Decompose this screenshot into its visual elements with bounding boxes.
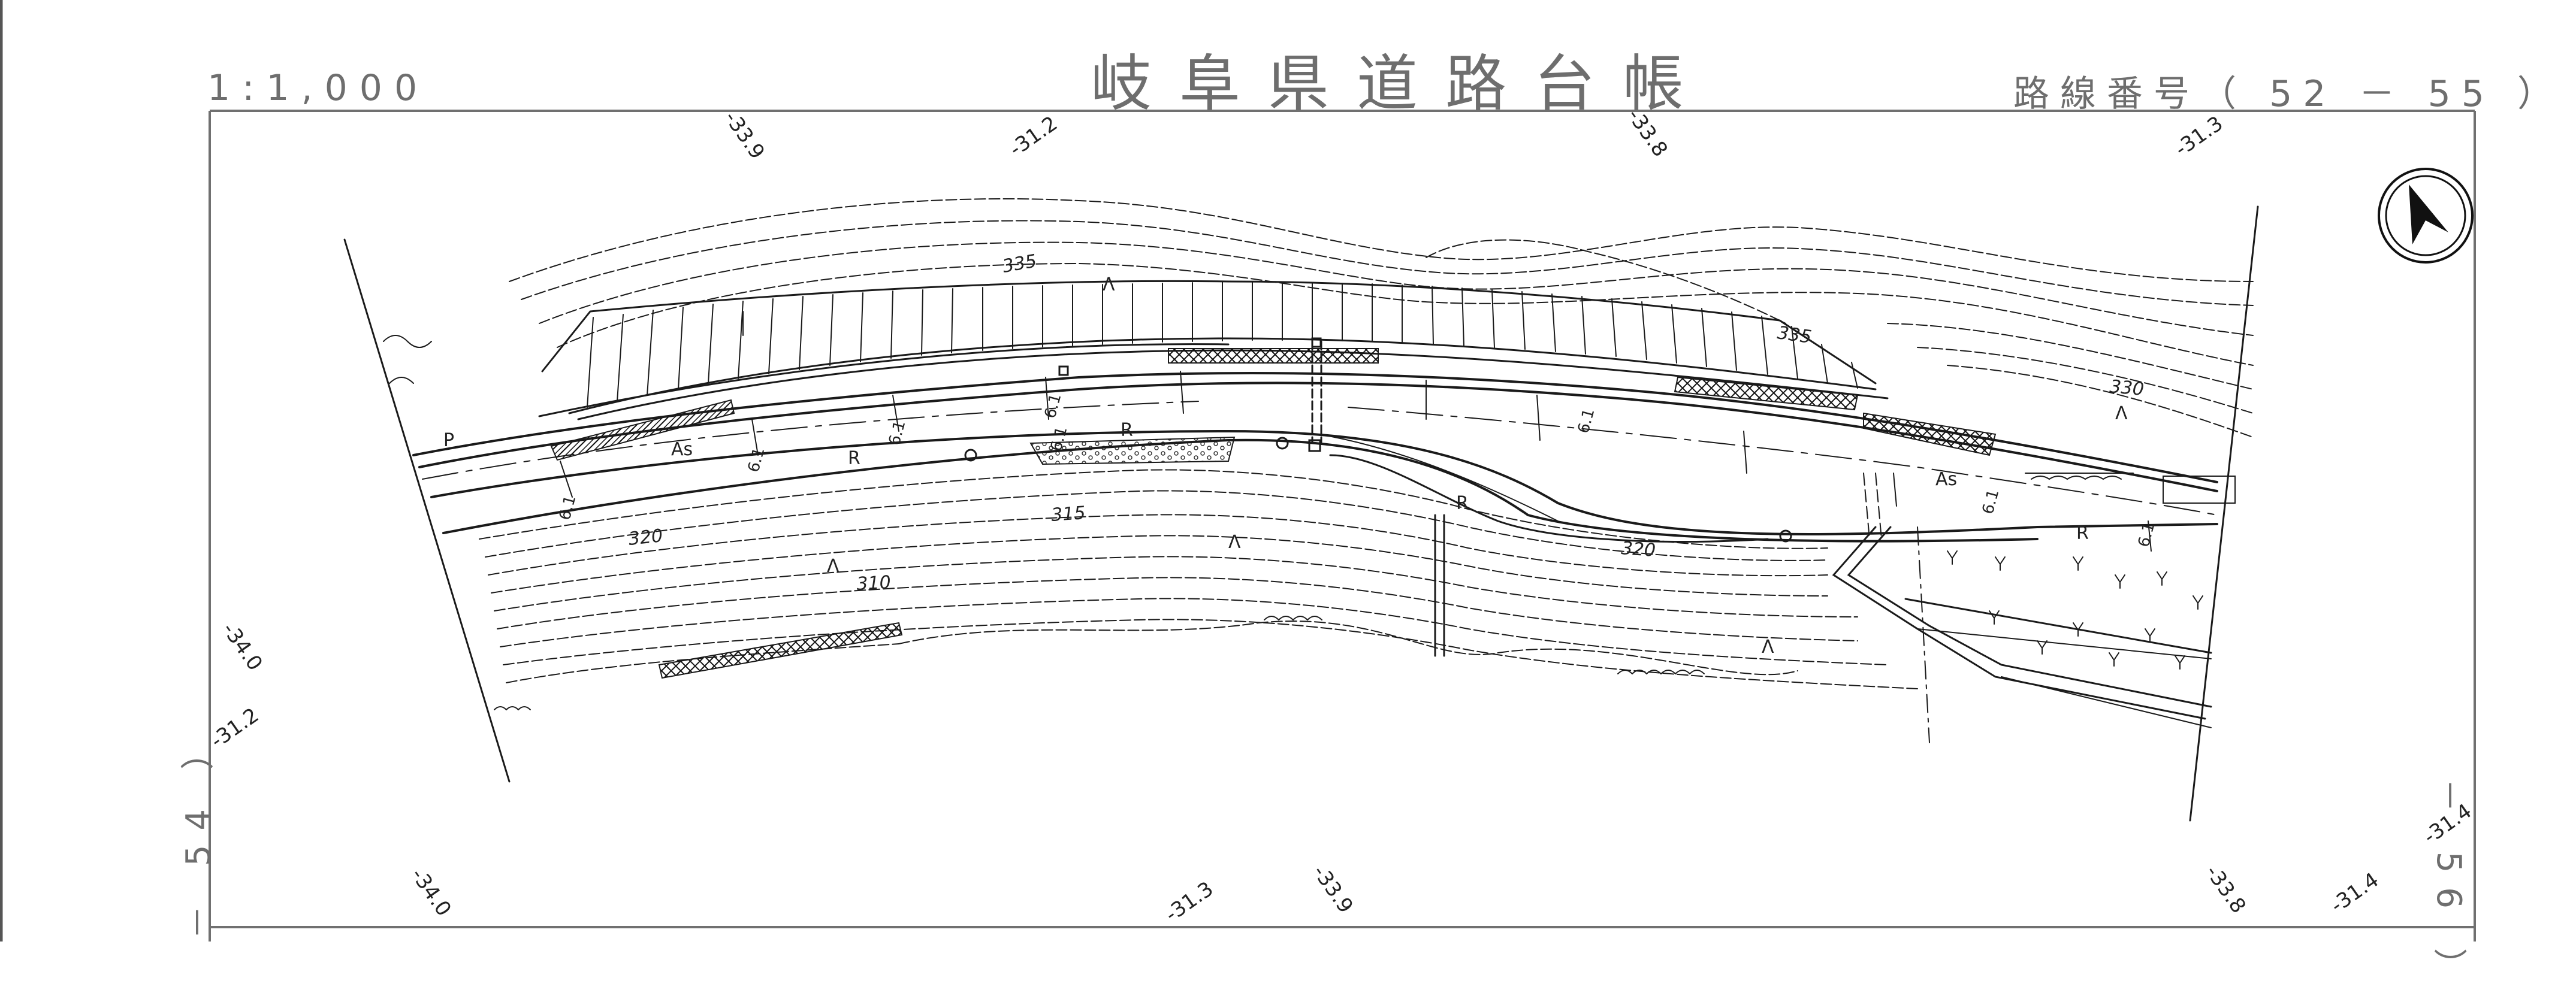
width-labels: 6.1 6.1 6.1 6.1 6.1 6.1 6.1 6.1 [556,392,2159,549]
road-width-dimensions [560,371,2152,552]
contour-labels: 335 335 330 320 320 315 310 [627,250,2145,595]
grid-label-top-4: -31.3 [2170,111,2227,161]
contour-label: 320 [627,525,664,550]
route-number: 路線番号（ 52 － 55 ） [2013,73,2564,115]
ditch-label: R [848,448,860,469]
north-arrow-icon [2378,168,2474,264]
plan-limit-lines [343,205,2259,822]
ditch-label: R [2076,523,2089,544]
culvert-lines [1311,340,1445,657]
width-label: 6.1 [745,446,769,474]
slope-label: Λ [1103,274,1115,295]
grid-label-top-3: -33.8 [1623,104,1672,161]
ditch-label: R [1456,493,1469,514]
width-label: 6.1 [556,494,580,522]
contour-label: 320 [1620,538,1656,561]
lower-right-structure [1832,473,2212,743]
map-scale: 1:1,000 [207,67,430,109]
grid-label-bottom-4: -33.8 [2201,861,2251,918]
road-plan-drawing: -33.9 -31.2 -33.8 -31.3 -34.0 -31.2 -34.… [0,0,2476,941]
point-markers [964,337,1792,543]
width-label: 6.1 [1575,407,1599,435]
ditch-label: R [1121,420,1133,441]
vegetation-clusters [383,335,2236,711]
contour-label: 310 [856,572,892,595]
retaining-wall-ticks [587,281,1858,408]
grass-symbols [1947,550,2203,670]
upper-contour-lines [509,198,2254,438]
grid-label-bottom-3: -33.9 [1308,861,1358,918]
slope-label: Λ [1762,637,1774,658]
slope-label: Λ [2115,403,2128,424]
parking-label: P [443,430,454,451]
slope-label: Λ [1228,532,1241,553]
contour-label: 330 [2109,376,2145,400]
contour-label: 315 [1050,502,1086,526]
width-label: 6.1 [1041,392,1065,420]
grid-label-top-1: -33.9 [720,107,769,164]
contour-label: 335 [1776,322,1813,348]
slope-label: Λ [827,556,839,577]
road-labels: As As R R R R Λ Λ Λ Λ Λ P [443,274,2128,658]
sheet-title: 岐阜県道路台帳 [1091,49,1711,120]
sheet-frame [0,0,2476,941]
grid-label-right-1: -31.4 [2419,799,2476,849]
lower-contour-lines [479,469,1918,689]
pavement-label: As [671,439,693,460]
pavement-label: As [1935,469,1957,490]
grid-label-left-1: -34.0 [218,618,267,675]
road-edges [412,371,2218,543]
grid-label-bottom-5: -31.4 [2326,868,2383,918]
grid-label-bottom-2: -31.3 [1161,877,1218,927]
grid-label-left-2: -31.2 [206,703,263,753]
hatched-walls [550,348,1997,679]
grid-label-top-2: -31.2 [1005,111,1062,161]
width-label: 6.1 [1979,488,2003,516]
contour-label: 335 [1001,250,1038,277]
grid-label-bottom-1: -34.0 [406,864,456,921]
